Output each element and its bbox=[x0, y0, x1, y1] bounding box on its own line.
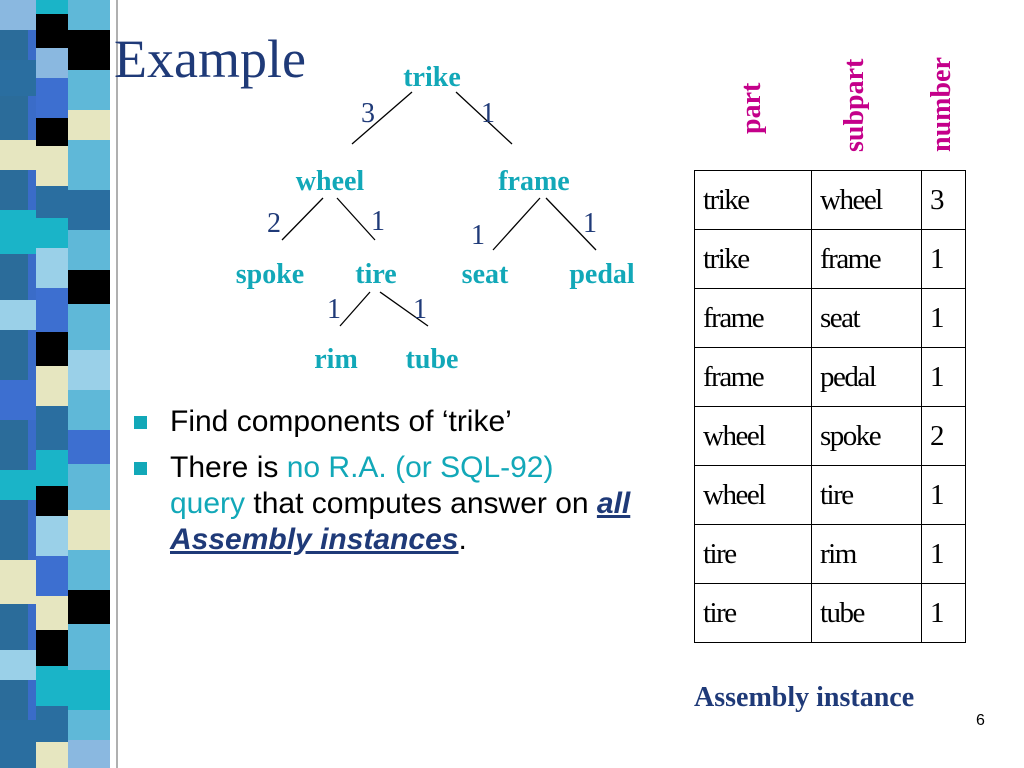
table-cell-number: 1 bbox=[921, 465, 966, 525]
edge-tire-rim bbox=[339, 291, 371, 327]
table-row: trike wheel 3 bbox=[694, 170, 966, 230]
column-header-part: part bbox=[736, 82, 767, 134]
table-cell-subpart: tire bbox=[811, 465, 922, 525]
highlight-text: no R.A. (or SQL-92) query bbox=[170, 451, 554, 520]
table-cell-part: frame bbox=[694, 347, 812, 407]
node-trike: trike bbox=[403, 62, 461, 93]
page-number: 6 bbox=[976, 712, 985, 729]
edge-trike-wheel bbox=[351, 91, 413, 145]
node-tire: tire bbox=[355, 259, 396, 290]
node-rim: rim bbox=[314, 344, 358, 375]
table-cell-subpart: seat bbox=[811, 288, 922, 348]
table-cell-number: 1 bbox=[921, 583, 966, 643]
table-caption: Assembly instance bbox=[694, 682, 915, 713]
bullet-item: There is no R.A. (or SQL-92) query that … bbox=[134, 450, 634, 558]
table-row: wheel tire 1 bbox=[694, 465, 966, 525]
table-cell-subpart: spoke bbox=[811, 406, 922, 466]
table-cell-subpart: rim bbox=[811, 524, 922, 584]
node-pedal: pedal bbox=[569, 259, 635, 290]
table-row: frame seat 1 bbox=[694, 288, 966, 348]
count-tire-tube: 1 bbox=[413, 294, 427, 325]
table-cell-part: trike bbox=[694, 170, 812, 230]
table-cell-subpart: pedal bbox=[811, 347, 922, 407]
edge-trike-frame bbox=[455, 91, 513, 145]
table-cell-subpart: tube bbox=[811, 583, 922, 643]
table-cell-part: frame bbox=[694, 288, 812, 348]
table-cell-part: tire bbox=[694, 524, 812, 584]
table-row: tire tube 1 bbox=[694, 583, 966, 643]
node-spoke: spoke bbox=[236, 259, 304, 290]
table-row: trike frame 1 bbox=[694, 229, 966, 289]
table-cell-part: tire bbox=[694, 583, 812, 643]
node-wheel: wheel bbox=[296, 166, 365, 197]
table-cell-number: 1 bbox=[921, 524, 966, 584]
count-frame-seat: 1 bbox=[471, 220, 485, 251]
edge-frame-pedal bbox=[545, 197, 597, 251]
decorative-stripe bbox=[0, 0, 110, 768]
bullet-text-pre: There is bbox=[170, 451, 287, 484]
node-tube: tube bbox=[406, 344, 459, 375]
square-bullet-icon bbox=[134, 416, 147, 429]
bullet-text-mid: that computes answer on bbox=[245, 487, 597, 520]
table-row: wheel spoke 2 bbox=[694, 406, 966, 466]
table-cell-number: 1 bbox=[921, 288, 966, 348]
count-trike-wheel: 3 bbox=[361, 98, 375, 129]
assembly-tree-diagram: trike wheel frame spoke tire seat pedal … bbox=[236, 62, 635, 375]
emphasis-text: all Assembly instances bbox=[170, 487, 631, 556]
count-frame-pedal: 1 bbox=[583, 208, 597, 239]
count-wheel-spoke: 2 bbox=[267, 208, 281, 239]
count-tire-rim: 1 bbox=[327, 294, 341, 325]
table-cell-number: 3 bbox=[921, 170, 966, 230]
edge-frame-seat bbox=[492, 197, 541, 251]
edge-wheel-spoke bbox=[281, 197, 324, 241]
slide-title: Example bbox=[114, 29, 306, 89]
divider-line bbox=[116, 0, 118, 768]
table-cell-subpart: frame bbox=[811, 229, 922, 289]
count-wheel-tire: 1 bbox=[371, 206, 385, 237]
table-cell-number: 1 bbox=[921, 347, 966, 407]
node-seat: seat bbox=[462, 259, 509, 290]
node-frame: frame bbox=[498, 166, 570, 197]
table-cell-number: 1 bbox=[921, 229, 966, 289]
edge-wheel-tire bbox=[336, 197, 376, 241]
column-header-number: number bbox=[926, 57, 957, 152]
column-header-subpart: subpart bbox=[839, 58, 870, 152]
bullet-text: Find components of ‘trike’ bbox=[170, 405, 512, 438]
table-cell-part: trike bbox=[694, 229, 812, 289]
bullet-text-post: . bbox=[458, 523, 467, 556]
bullet-item: Find components of ‘trike’ bbox=[134, 404, 634, 440]
assembly-table: trike wheel 3 trike frame 1 frame seat 1… bbox=[694, 170, 966, 643]
table-cell-part: wheel bbox=[694, 465, 812, 525]
table-cell-part: wheel bbox=[694, 406, 812, 466]
count-trike-frame: 1 bbox=[481, 98, 495, 129]
bullet-list: Find components of ‘trike’ There is no R… bbox=[134, 404, 634, 568]
table-row: tire rim 1 bbox=[694, 524, 966, 584]
square-bullet-icon bbox=[134, 462, 147, 475]
edge-tire-tube bbox=[379, 291, 429, 327]
table-row: frame pedal 1 bbox=[694, 347, 966, 407]
table-cell-number: 2 bbox=[921, 406, 966, 466]
table-cell-subpart: wheel bbox=[811, 170, 922, 230]
